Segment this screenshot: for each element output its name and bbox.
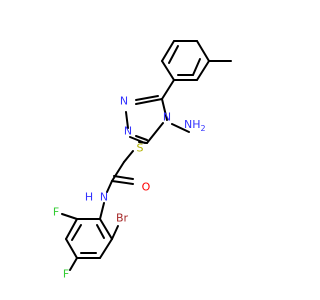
bond [135, 95, 159, 101]
atom-labels: N N N NH2 S O N H F F Br [53, 95, 206, 281]
bond [161, 98, 168, 121]
bond [135, 135, 148, 141]
bond [196, 40, 210, 62]
bond [71, 224, 82, 241]
bond [61, 213, 78, 220]
atom-label-n: N [100, 191, 108, 204]
bond [99, 238, 113, 259]
bond [65, 238, 78, 259]
bond [123, 150, 134, 163]
bond [161, 60, 175, 81]
bond [168, 45, 179, 64]
atom-label-h: H [85, 191, 93, 204]
bond-lines [61, 40, 232, 271]
bond [99, 218, 113, 240]
atom-label-nh2: NH2 [184, 118, 206, 133]
bond [161, 40, 175, 62]
bond [138, 141, 148, 144]
atom-label-n: N [120, 95, 128, 108]
bond [161, 79, 175, 100]
bond [171, 123, 190, 133]
atom-label-s: S [137, 142, 144, 155]
bond [96, 224, 105, 239]
bond [99, 202, 105, 220]
atom-label-f: F [63, 268, 69, 281]
bond [113, 175, 134, 180]
bond [69, 257, 78, 271]
bond [192, 58, 201, 76]
atom-label-br: Br [116, 212, 129, 225]
bond [135, 98, 163, 105]
bond [196, 60, 210, 81]
bond [125, 111, 129, 129]
atom-label-n: N [124, 125, 132, 138]
bond [106, 180, 113, 193]
bond [111, 180, 134, 185]
atom-label-n: N [163, 111, 171, 124]
atom-label-o: O [142, 181, 151, 194]
bond [65, 218, 78, 240]
molecule-structure: N N N NH2 S O N H F F Br [53, 40, 232, 281]
atom-label-f: F [53, 206, 59, 219]
bond [146, 122, 164, 144]
bond [111, 225, 119, 240]
bond [111, 161, 125, 182]
